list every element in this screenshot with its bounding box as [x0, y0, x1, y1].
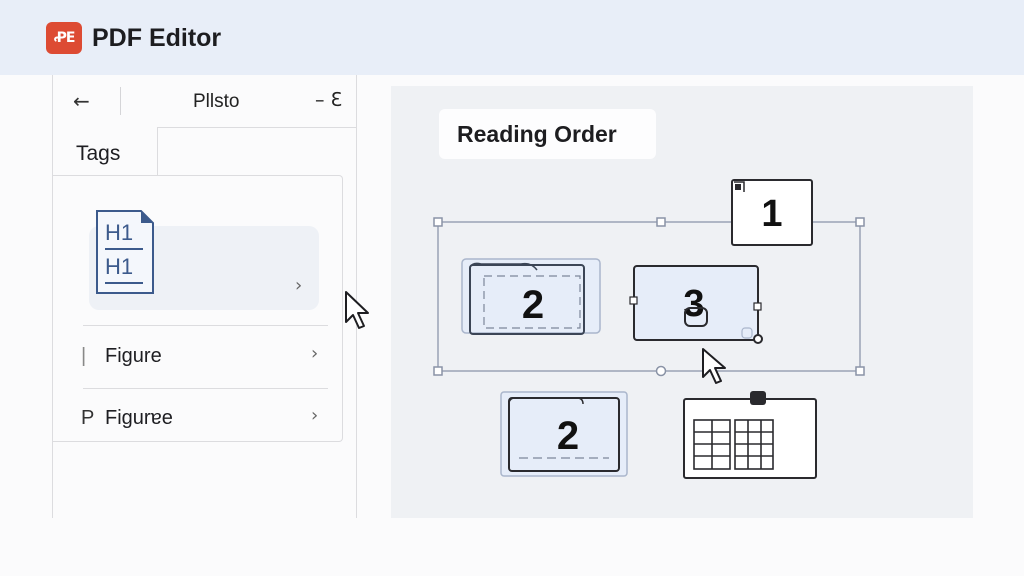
table-icon: [693, 419, 774, 470]
order-2-block[interactable]: 2: [461, 258, 601, 335]
row-marker: P: [81, 407, 95, 429]
order-number: 2: [557, 414, 579, 458]
order-2-block-lower[interactable]: 2: [500, 391, 628, 477]
figure-tag-row[interactable]: P Figurɐe ›: [53, 390, 342, 450]
selection-handles[interactable]: [433, 217, 865, 377]
tab-tags-label: Tags: [76, 142, 121, 165]
app-title: PDF Editor: [92, 24, 222, 52]
reading-order-stage: 1 2 3 2: [433, 179, 865, 479]
order-3-block[interactable]: 3: [629, 265, 763, 344]
order-number: 3: [683, 283, 704, 325]
doc-icon-line-1: H1: [105, 220, 133, 245]
title-bar: ꝒE PDF Editor: [0, 0, 1024, 75]
panel-toolbar: ← Pllsto – ℇ: [53, 75, 356, 128]
mouse-cursor-icon: [702, 348, 726, 384]
figure-row-label: Figure: [105, 345, 162, 367]
toolbar-divider: [120, 87, 121, 115]
figure-tag-row[interactable]: | Figure ›: [53, 328, 342, 388]
heading-document-icon: H1 H1: [96, 210, 154, 294]
tag-list: › H1 H1 | Figure › P Figurɐe ›: [53, 175, 343, 442]
panel-options-icon[interactable]: – ℇ: [315, 89, 343, 111]
row-divider: [83, 388, 328, 389]
table-block-handle[interactable]: [750, 391, 766, 405]
status-area: [0, 518, 1024, 576]
panel-title: Pllsto: [193, 91, 240, 112]
reading-order-title: Reading Order: [457, 121, 617, 147]
reading-order-title-box: Reading Order: [439, 109, 656, 159]
arrow-left-icon[interactable]: ←: [73, 89, 90, 113]
order-number: 2: [522, 283, 544, 327]
order-1-block[interactable]: 1: [731, 179, 813, 246]
tags-panel: ← Pllsto – ℇ Tags › H1 H1 | Figure › P F…: [52, 75, 357, 518]
mouse-cursor-icon: [345, 291, 369, 329]
chevron-right-icon[interactable]: ›: [295, 275, 303, 296]
chevron-right-icon[interactable]: ›: [311, 405, 319, 426]
selection-box[interactable]: [437, 221, 861, 372]
row-marker: |: [81, 345, 87, 367]
tab-tags[interactable]: Tags: [53, 127, 158, 177]
table-block[interactable]: [683, 391, 817, 479]
reading-order-canvas[interactable]: Reading Order 1 2: [391, 86, 973, 518]
order-number: 1: [761, 193, 782, 235]
app-logo: ꝒE: [46, 22, 82, 54]
row-divider: [83, 325, 328, 326]
figure-row-label: Figurɐe: [105, 407, 173, 429]
doc-icon-line-2: H1: [105, 254, 133, 279]
chevron-right-icon[interactable]: ›: [311, 343, 319, 364]
